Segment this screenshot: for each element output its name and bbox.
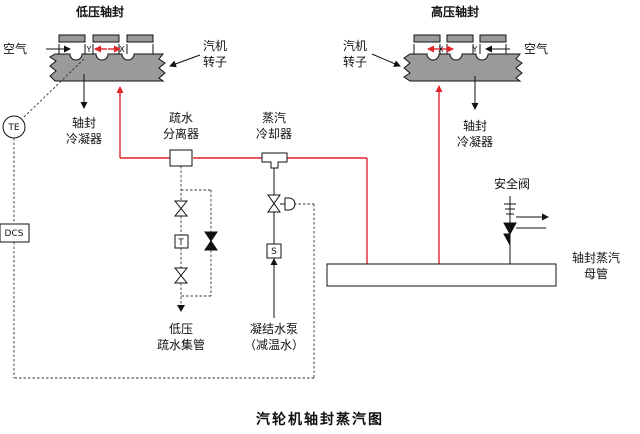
- condenser-left-label: 冷凝器: [66, 131, 102, 146]
- separator-label: 分离器: [163, 126, 199, 141]
- drain-valve-icon: [173, 267, 189, 284]
- instrumentation: TE DCS: [0, 58, 85, 378]
- hp-seal-tooth: [413, 34, 441, 43]
- safety-valve-icon: [503, 222, 517, 246]
- hp-seal-title: 高压轴封: [431, 4, 479, 19]
- cooler-label: 冷却器: [256, 127, 292, 141]
- rotor-right-label: 转子: [343, 54, 367, 69]
- steam-supply-lines: [120, 157, 368, 264]
- valve-actuator-icon: [284, 197, 296, 211]
- steam-header: [326, 196, 557, 287]
- drain-valve-icon: [173, 200, 189, 217]
- condenser-right-label: 轴封: [463, 118, 487, 133]
- lp-seal-tooth: [92, 34, 120, 43]
- steam-trap-box: [174, 234, 189, 249]
- drain-separator: T: [169, 149, 218, 312]
- lp-seal-title: 低压轴封: [75, 4, 124, 19]
- header-label: 轴封蒸汽: [572, 250, 620, 265]
- rotor-left-label: 转子: [203, 54, 227, 69]
- air-left-label: 空气: [3, 41, 27, 56]
- hp-seal: X Y: [371, 34, 523, 264]
- hp-seal-tooth: [479, 34, 507, 43]
- rotor-right-label: 汽机: [343, 38, 367, 53]
- rotor-left-label: 汽机: [203, 38, 227, 53]
- lp-seal-tooth: [126, 34, 154, 43]
- pump-label: 凝结水泵: [250, 321, 298, 336]
- hp-rotor-body: [403, 53, 523, 82]
- lp-mark-x: X: [119, 45, 125, 54]
- condenser-right-label: 冷凝器: [457, 134, 493, 149]
- steam-cooler-tee: [261, 152, 288, 169]
- steam-trap-label: T: [177, 238, 184, 248]
- hp-mark-y: Y: [472, 45, 478, 54]
- lp-mark-y: Y: [86, 45, 92, 54]
- lp-rotor-body: [49, 53, 166, 82]
- lp-seal-tooth: [58, 34, 86, 43]
- lp-seal: Y X: [46, 34, 201, 158]
- air-right-label: 空气: [524, 41, 548, 56]
- drain-header-label: 疏水集管: [157, 337, 205, 352]
- drain-down-arrow-icon: [177, 305, 185, 312]
- steam-header-pipe: [326, 263, 557, 287]
- condenser-left-label: 轴封: [72, 115, 96, 130]
- te-sensor-label: TE: [7, 123, 19, 133]
- hp-mark-x: X: [438, 45, 444, 54]
- steam-cooler: S: [14, 152, 315, 379]
- diagram-caption: 汽轮机轴封蒸汽图: [256, 411, 384, 428]
- labels: 低压轴封 高压轴封 空气 空气 汽机 转子 汽机 转子 轴封 冷凝器 轴封 冷凝…: [3, 4, 620, 428]
- bypass-valve-icon: [204, 231, 218, 251]
- header-label: 母管: [584, 266, 608, 281]
- safety-valve-label: 安全阀: [494, 176, 530, 191]
- cooler-label: 蒸汽: [262, 110, 286, 125]
- spray-valve-icon: [267, 194, 281, 213]
- drain-separator-box: [169, 149, 193, 167]
- dcs-label: DCS: [5, 229, 24, 239]
- drain-header-label: 低压: [169, 322, 193, 336]
- dcs-box: [0, 223, 30, 243]
- separator-label: 疏水: [169, 110, 193, 125]
- pump-label: （减温水）: [244, 338, 304, 352]
- strainer-label: S: [271, 247, 277, 257]
- hp-seal-tooth: [446, 34, 474, 43]
